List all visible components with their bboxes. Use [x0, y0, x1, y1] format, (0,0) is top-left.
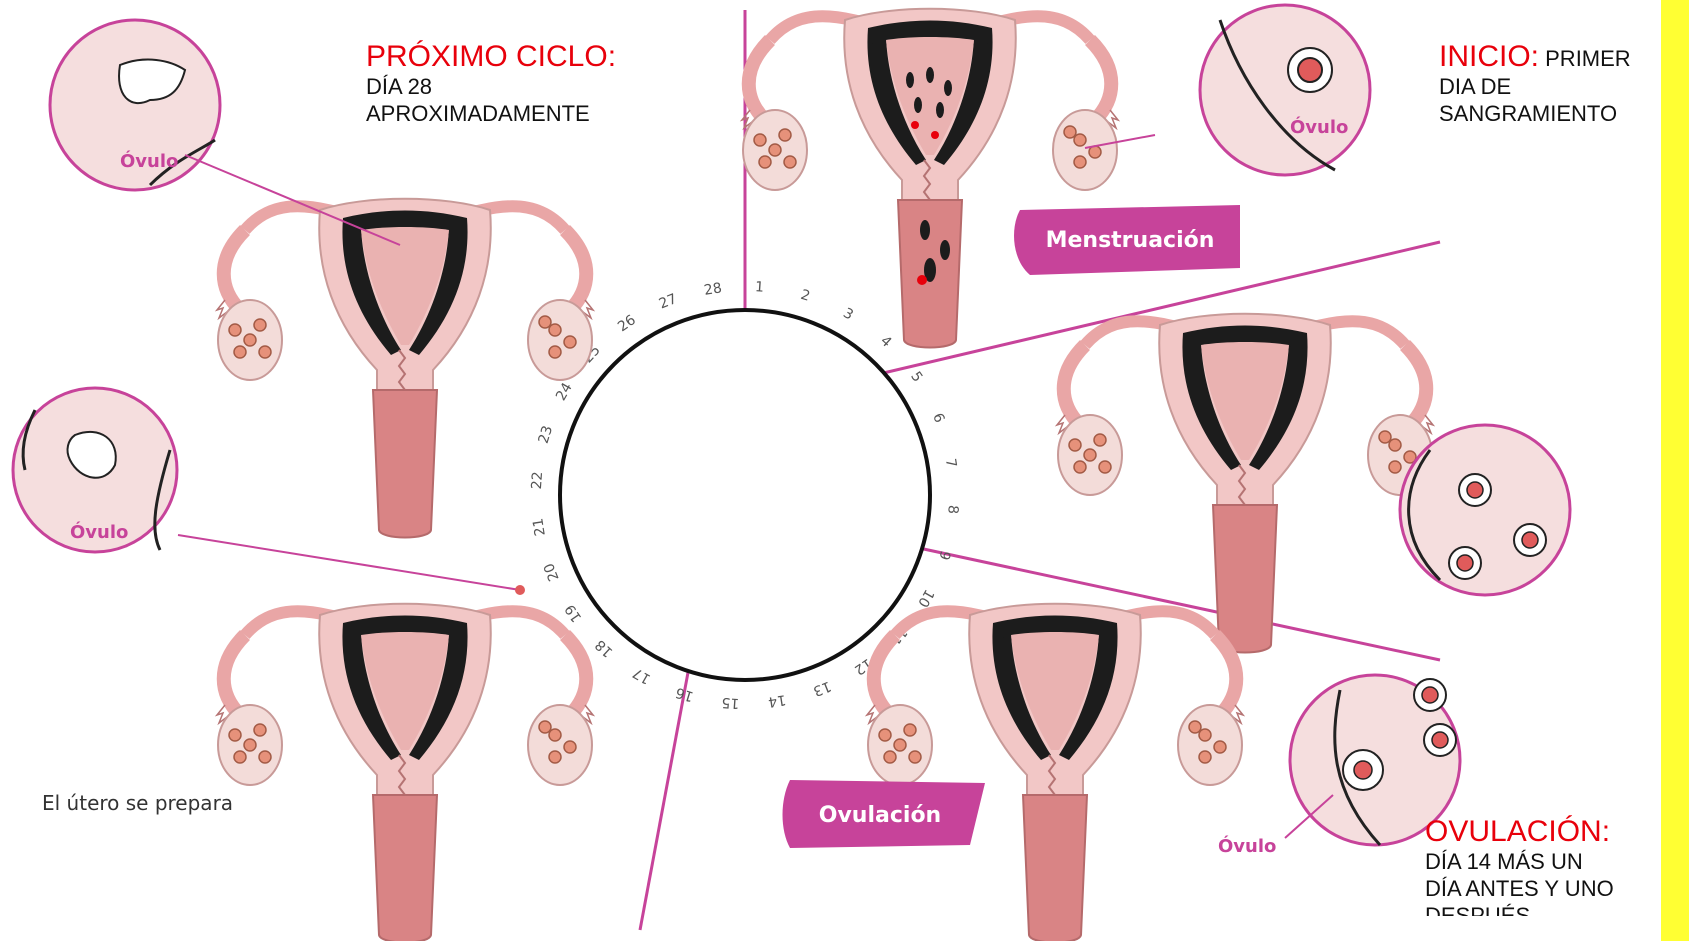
annotation-inicio: INICIO: PRIMER DIA DE SANGRAMIENTO	[1439, 40, 1631, 127]
day-label-20: 20	[541, 561, 562, 583]
ovulacion-line3: DESPUÉS	[1425, 902, 1614, 916]
menstruacion-badge: Menstruación	[1014, 205, 1240, 275]
proximo-ciclo-line1: DÍA 28	[366, 73, 616, 100]
ovulo-label-top-right: Óvulo	[1290, 116, 1348, 138]
day-label-24: 24	[553, 380, 576, 403]
day-label-15: 15	[721, 694, 740, 711]
menstruacion-label: Menstruación	[1046, 228, 1215, 253]
ovulacion-line1: DÍA 14 MÁS UN	[1425, 848, 1614, 875]
ovulacion-badge: Ovulación	[783, 780, 986, 848]
cycle-circle	[560, 310, 930, 680]
day-label-21: 21	[530, 517, 549, 537]
uterus-bottom-right	[867, 604, 1243, 941]
uterus-bottom-left	[217, 604, 593, 941]
day-label-22: 22	[529, 471, 546, 490]
annotation-proximo-ciclo: PRÓXIMO CICLO: DÍA 28 APROXIMADAMENTE	[366, 40, 616, 127]
day-label-17: 17	[630, 664, 653, 687]
uterus-mid-right	[1057, 314, 1433, 653]
inicio-line1: DIA DE	[1439, 73, 1631, 100]
day-label-7: 7	[942, 457, 959, 468]
day-label-2: 2	[799, 287, 812, 305]
day-label-4: 4	[877, 333, 894, 351]
day-label-3: 3	[840, 305, 856, 323]
day-label-5: 5	[907, 369, 925, 385]
ovulacion-line2: DÍA ANTES Y UNO	[1425, 875, 1614, 902]
inicio-title: INICIO:	[1439, 40, 1539, 73]
proximo-ciclo-title: PRÓXIMO CICLO:	[366, 40, 616, 73]
magnifier-mid-right	[1400, 425, 1570, 595]
day-label-26: 26	[615, 312, 639, 335]
yellow-highlight-strip	[1661, 0, 1689, 941]
day-label-18: 18	[592, 636, 616, 660]
day-label-14: 14	[767, 691, 787, 710]
day-label-9: 9	[935, 549, 953, 562]
ovulacion-title: OVULACIÓN:	[1425, 815, 1614, 848]
magnifier-top-right: Óvulo	[1085, 5, 1370, 175]
day-label-8: 8	[944, 504, 961, 514]
day-label-27: 27	[657, 291, 679, 312]
day-label-23: 23	[536, 424, 556, 446]
inicio-line2: SANGRAMIENTO	[1439, 100, 1631, 127]
day-label-16: 16	[674, 684, 696, 705]
proximo-ciclo-line2: APROXIMADAMENTE	[366, 100, 616, 127]
day-label-28: 28	[703, 280, 723, 299]
ovulo-label-top-left: Óvulo	[120, 150, 178, 172]
ovulo-label-mid-left: Óvulo	[70, 521, 128, 543]
uterus-top-right	[742, 9, 1118, 348]
annotation-ovulacion: OVULACIÓN: DÍA 14 MÁS UN DÍA ANTES Y UNO…	[1425, 815, 1614, 916]
day-label-1: 1	[754, 279, 764, 296]
day-label-19: 19	[562, 601, 585, 625]
day-label-13: 13	[811, 677, 833, 698]
ovulo-label-bottom-right: Óvulo	[1218, 835, 1276, 857]
magnifier-bottom-right: Óvulo	[1218, 675, 1460, 857]
magnifier-mid-left: Óvulo	[13, 388, 525, 595]
day-label-6: 6	[929, 411, 947, 425]
utero-prepara-label: El útero se prepara	[42, 791, 233, 815]
day-label-10: 10	[914, 586, 937, 609]
inicio-title-rest: PRIMER	[1539, 46, 1631, 71]
ovulacion-label: Ovulación	[819, 803, 941, 828]
